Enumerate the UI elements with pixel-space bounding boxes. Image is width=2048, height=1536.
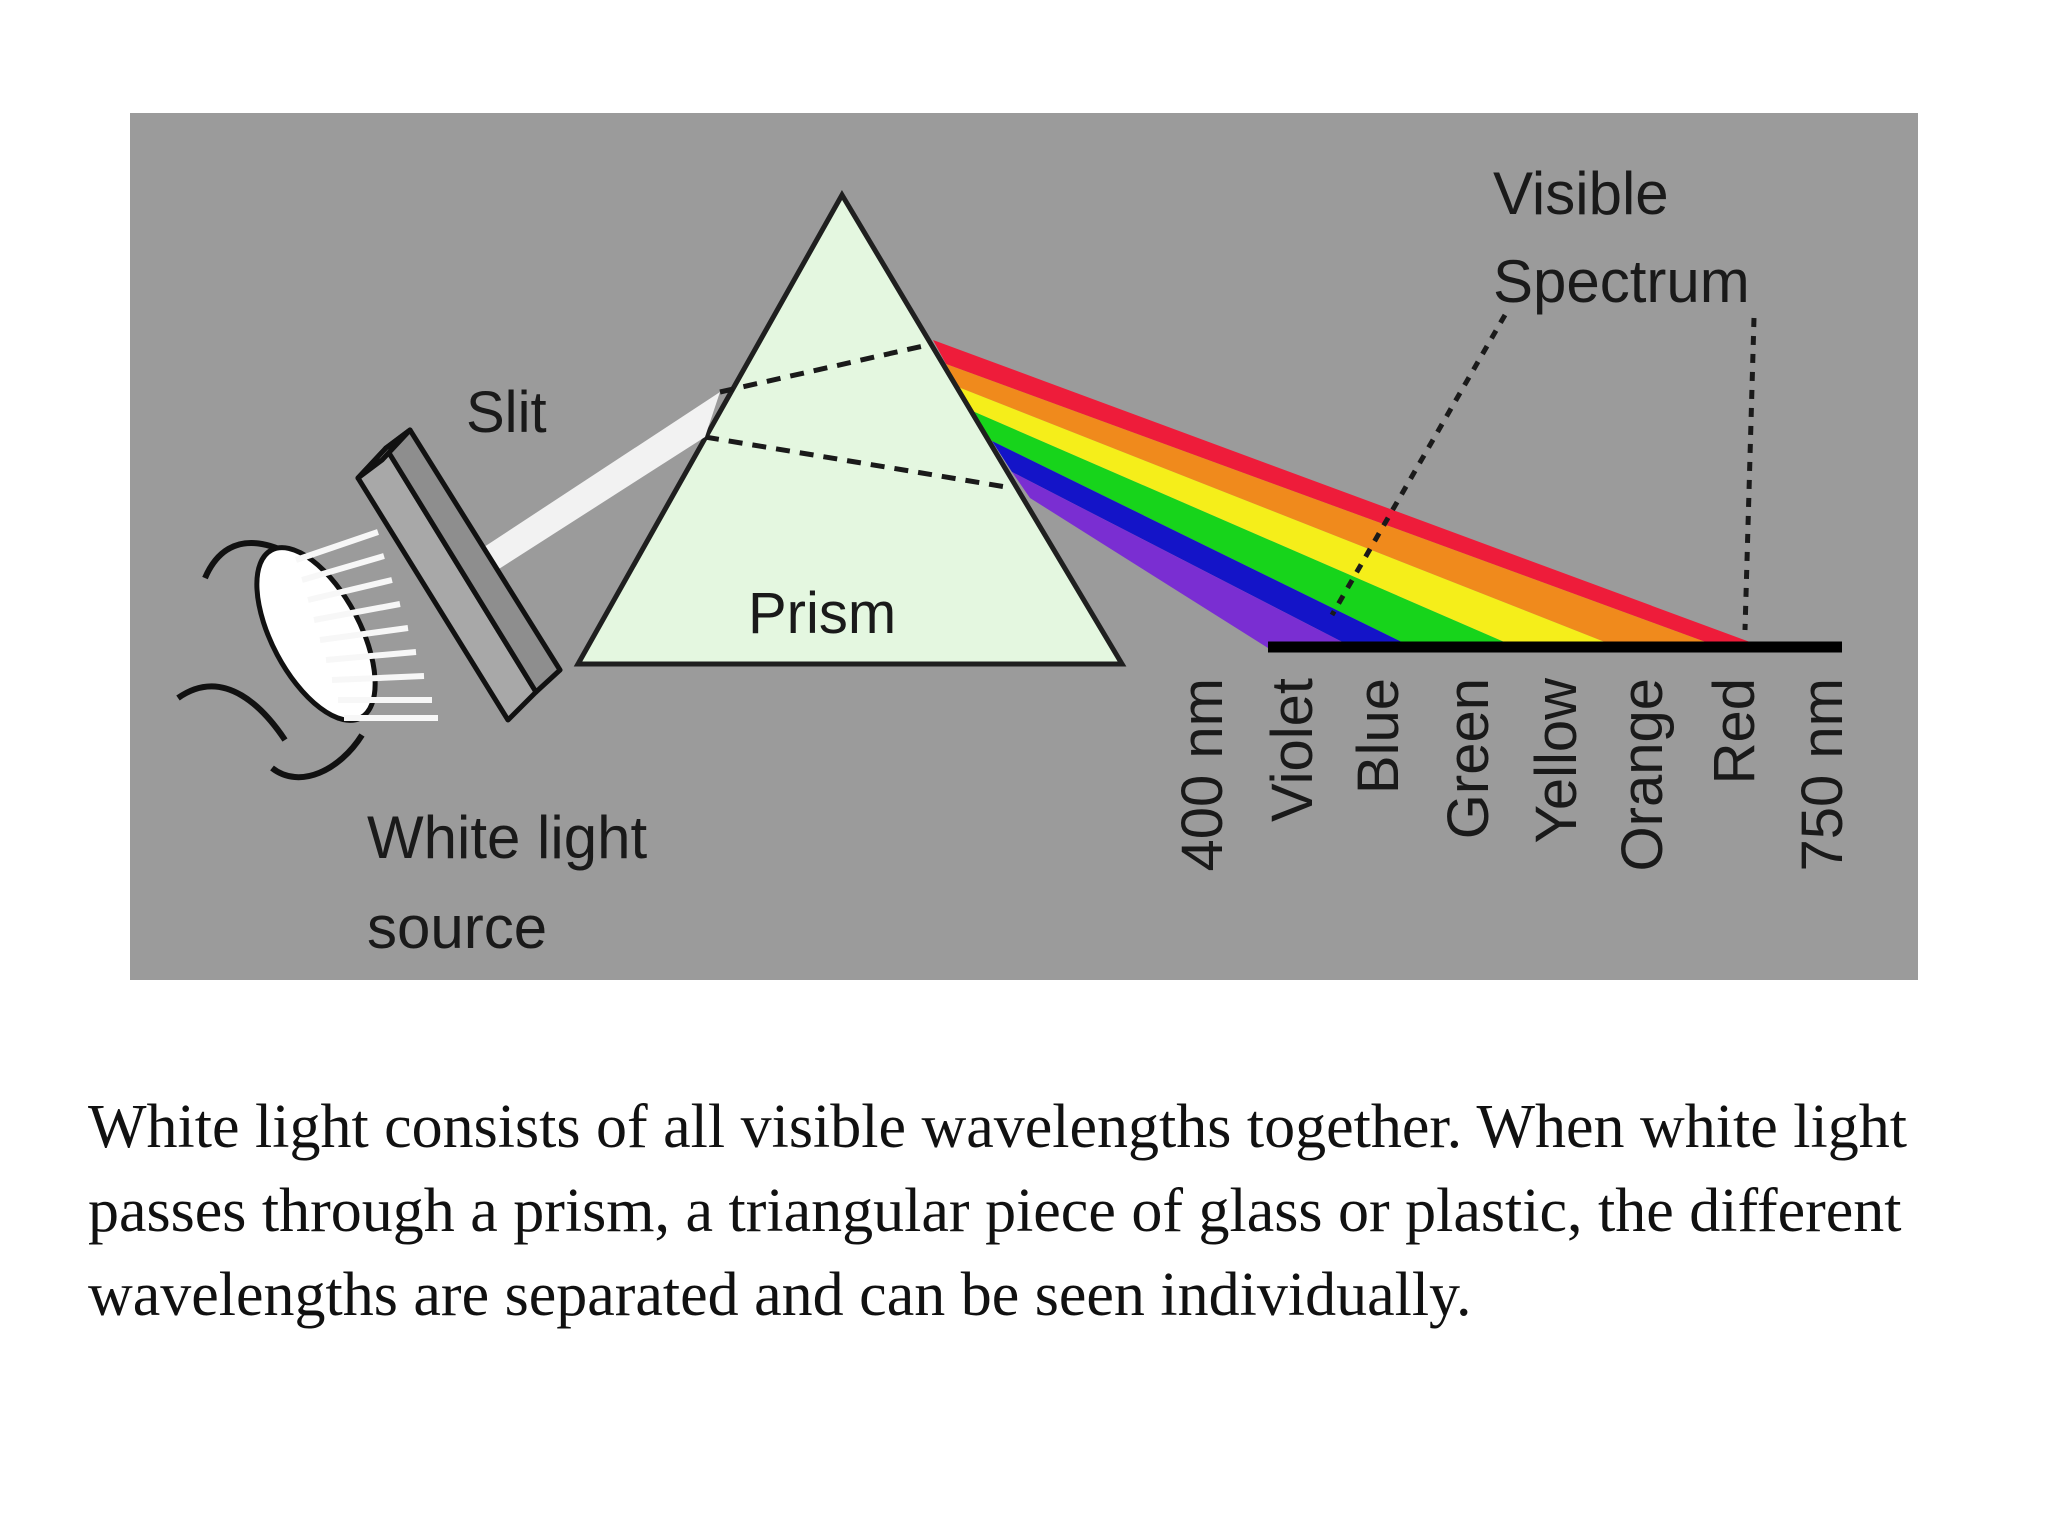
internal-ray-bottom	[704, 434, 1013, 491]
violet-band	[1012, 472, 1354, 648]
white-light-label: White light	[367, 804, 647, 871]
internal-ray-top	[719, 341, 933, 395]
red-band	[933, 340, 1758, 648]
slit-icon	[355, 427, 563, 723]
blue-band	[992, 441, 1414, 648]
wavelength-label: Violet	[1260, 678, 1325, 822]
wavelength-label: 750 nm	[1790, 678, 1855, 871]
wavelength-label: 400 nm	[1170, 678, 1235, 871]
yellow-band	[958, 387, 1620, 648]
green-band	[970, 410, 1518, 648]
white-light-beam	[452, 392, 720, 590]
visible-spectrum-label: Visible	[1493, 160, 1669, 227]
caption-text: White light consists of all visible wave…	[88, 1093, 1907, 1329]
wavelength-label: Red	[1702, 678, 1767, 784]
visible-spectrum-leader-left	[1329, 313, 1508, 617]
orange-band	[946, 364, 1722, 648]
prism-label: Prism	[748, 581, 896, 646]
visible-spectrum-label-2: Spectrum	[1493, 248, 1750, 315]
wavelength-labels: 400 nm Violet Blue Green Yellow Orange Red 750 …	[1170, 677, 1855, 872]
wavelength-label: Blue	[1346, 678, 1411, 794]
prism-icon	[573, 190, 1127, 667]
wavelength-label: Green	[1436, 678, 1501, 839]
prism-diagram: Visible Spectrum Slit Prism White light …	[130, 113, 1918, 980]
white-light-label-2: source	[367, 894, 547, 961]
wavelength-label: Yellow	[1524, 677, 1589, 844]
light-source-icon	[176, 529, 438, 781]
visible-spectrum-leader-right	[1742, 317, 1757, 631]
slit-label: Slit	[466, 380, 547, 445]
wavelength-label: Orange	[1610, 678, 1675, 871]
